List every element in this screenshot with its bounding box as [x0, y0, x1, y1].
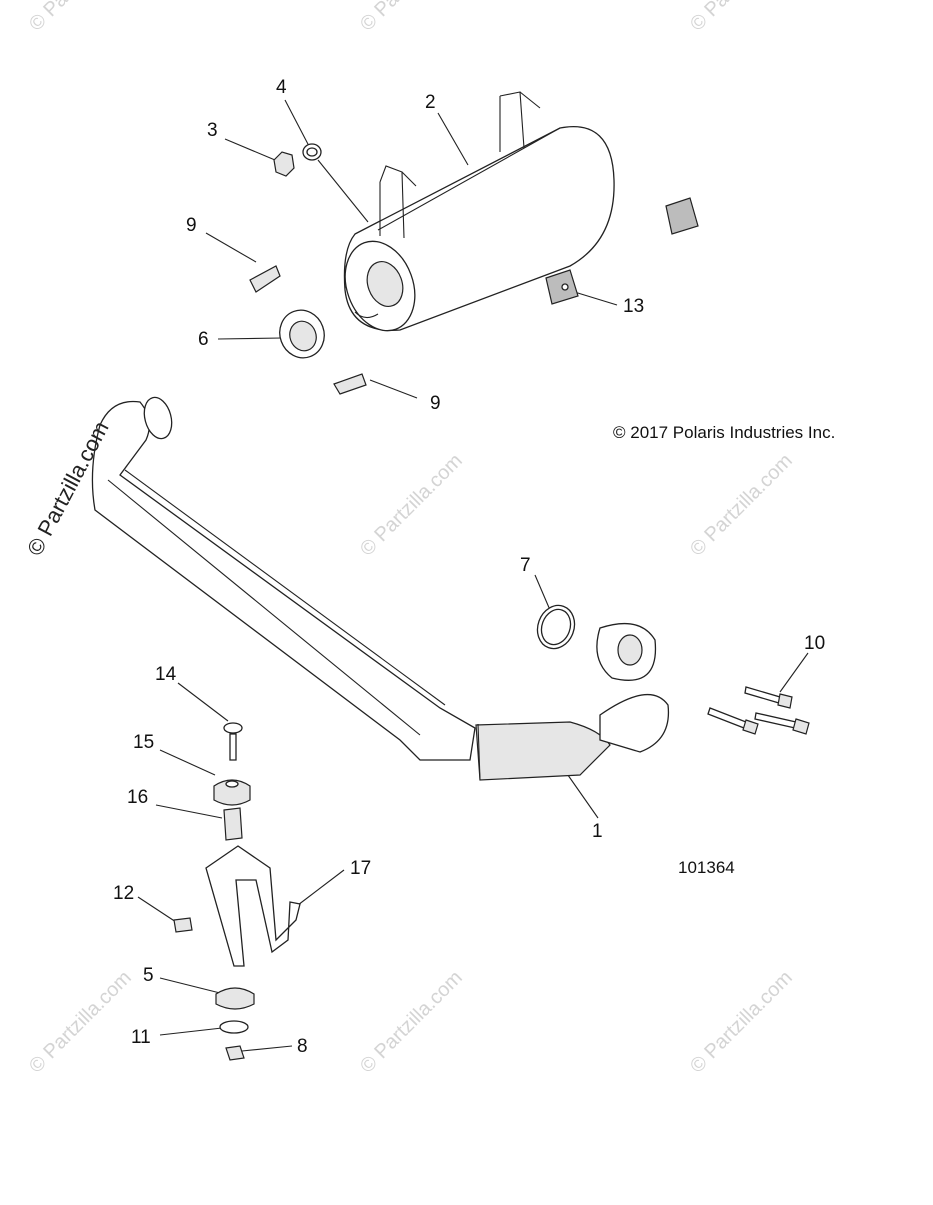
rubber-mounts-13 [545, 197, 699, 305]
callout-9: 9 [186, 215, 197, 236]
callout-8: 8 [297, 1036, 308, 1057]
leader-lines [137, 99, 809, 1052]
callout-1: 1 [592, 821, 603, 842]
callout-9b: 9 [430, 393, 441, 414]
bolts-10 [707, 686, 810, 735]
callout-4: 4 [276, 77, 287, 98]
callout-3: 3 [207, 120, 218, 141]
callout-16: 16 [127, 787, 149, 808]
springs [249, 265, 367, 395]
head-pipe [91, 396, 670, 781]
callout-11: 11 [131, 1027, 151, 1048]
fittings-3-4 [273, 143, 322, 177]
gasket-7 [536, 604, 576, 650]
callout-6: 6 [198, 329, 209, 350]
callout-10: 10 [804, 633, 826, 654]
callout-14: 14 [155, 664, 177, 685]
callout-15: 15 [133, 732, 155, 753]
callout-13: 13 [623, 296, 645, 317]
callout-7: 7 [520, 555, 531, 576]
callout-12: 12 [113, 883, 135, 904]
callout-17: 17 [350, 858, 372, 879]
diagram-part-number: 101364 [678, 858, 735, 877]
callout-5: 5 [143, 965, 154, 986]
gasket-6 [279, 309, 325, 359]
bracket-assembly [173, 722, 301, 1061]
callout-2: 2 [425, 92, 436, 113]
copyright-notice: © 2017 Polaris Industries Inc. [613, 423, 836, 442]
muffler [343, 91, 615, 332]
